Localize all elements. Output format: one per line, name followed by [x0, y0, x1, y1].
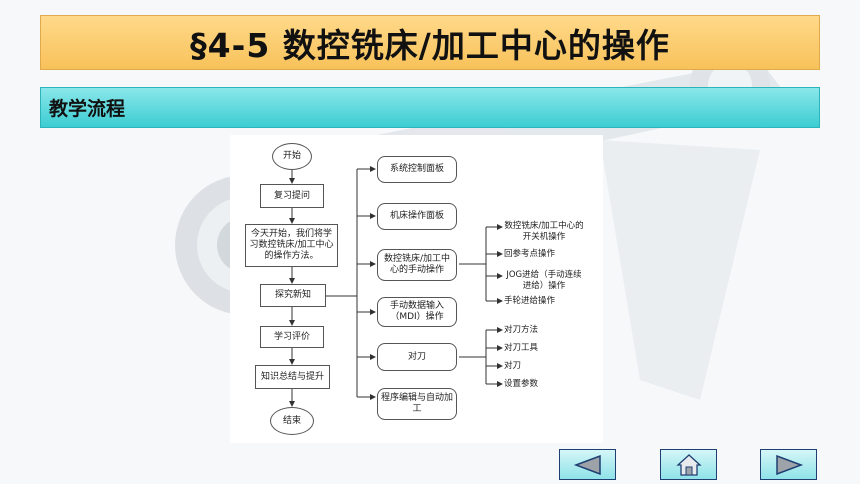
flow-leaf-params: 设置参数	[504, 379, 539, 389]
flow-leaf-handwheel: 手轮进给操作	[504, 296, 556, 306]
home-icon	[675, 453, 702, 476]
triangle-left-icon	[573, 454, 601, 475]
prev-button[interactable]	[559, 449, 616, 480]
flow-branch-manual-ops: 数控铣床/加工中心的手动操作	[377, 249, 457, 281]
flow-node-start: 开始	[272, 143, 312, 170]
flow-node-intro: 今天开始，我们将学习数控铣床/加工中心的操作方法。	[245, 224, 338, 267]
flow-branch-machine-panel: 机床操作面板	[377, 203, 457, 230]
next-button[interactable]	[760, 449, 817, 480]
flow-leaf-reference: 回参考点操作	[504, 249, 556, 259]
flow-leaf-method: 对刀方法	[504, 325, 539, 335]
flow-node-evaluate: 学习评价	[260, 326, 324, 348]
flow-node-explore: 探究新知	[260, 284, 326, 307]
flow-leaf-tool: 对刀工具	[504, 343, 539, 353]
triangle-right-icon	[775, 454, 803, 475]
section-banner: 教学流程	[40, 87, 820, 128]
flow-node-review: 复习提问	[260, 184, 324, 208]
home-button[interactable]	[660, 449, 717, 480]
flow-branch-system-panel: 系统控制面板	[377, 156, 457, 183]
flowchart-connectors	[289, 166, 503, 407]
flow-leaf-power: 数控铣床/加工中心的开关机操作	[504, 221, 584, 242]
flow-leaf-jog: JOG进给（手动连续进给）操作	[506, 270, 582, 291]
page-title: §4-5 数控铣床/加工中心的操作	[190, 25, 670, 65]
flow-node-summary: 知识总结与提升	[255, 365, 330, 389]
flow-branch-mdi: 手动数据输入（MDI）操作	[377, 297, 457, 327]
teaching-flowchart: 开始 复习提问 今天开始，我们将学习数控铣床/加工中心的操作方法。 探究新知 学…	[230, 135, 603, 443]
section-title: 教学流程	[49, 98, 126, 120]
flow-branch-tool-setting: 对刀	[377, 343, 457, 371]
title-banner: §4-5 数控铣床/加工中心的操作	[40, 15, 820, 70]
flow-node-end: 结束	[270, 407, 314, 435]
flow-branch-program-edit: 程序编辑与自动加工	[377, 388, 457, 420]
flow-leaf-setting: 对刀	[504, 361, 522, 371]
